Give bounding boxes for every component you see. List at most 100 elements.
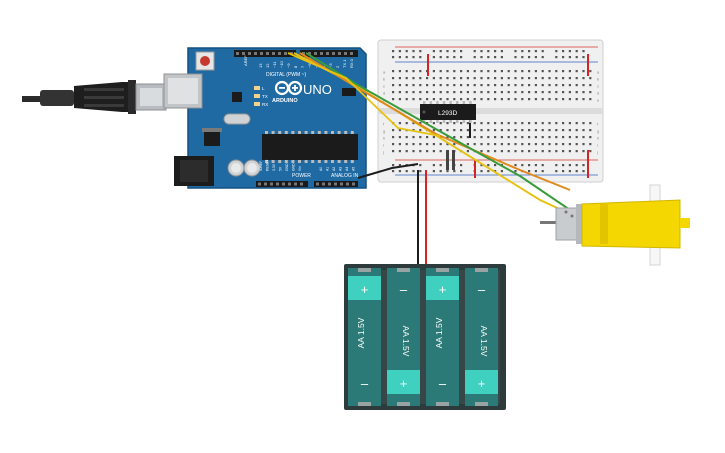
breadboard-hole [412,136,415,139]
row-letter: b [597,77,600,82]
breadboard-hole [582,70,585,73]
digital-pin-label: 7 [300,65,305,68]
breadboard-hole [562,77,565,80]
breadboard-hole [541,164,544,167]
chip-pin [331,160,334,163]
breadboard-hole [432,77,435,80]
digital-pin-label: ~6 [307,63,312,68]
breadboard-hole [419,122,422,125]
l293d-chip[interactable]: L293D [420,101,476,123]
breadboard-hole [419,129,422,132]
chip-pin [284,131,288,134]
breadboard-hole [562,129,565,132]
breadboard-hole [541,122,544,125]
breadboard-hole [507,150,510,153]
breadboard-hole [555,136,558,139]
breadboard-hole [548,70,551,73]
breadboard-hole [480,122,483,125]
breadboard-hole [555,150,558,153]
chip-pin [298,131,301,134]
breadboard-hole [460,136,463,139]
breadboard-hole [473,70,476,73]
chip-pin [324,131,328,134]
led-rx-label: RX [262,102,268,107]
header-hole [350,52,353,55]
chip-pin [337,160,341,163]
breadboard-hole [575,70,578,73]
row-letter: h [597,136,599,141]
breadboard-hole [398,91,401,94]
breadboard-hole [419,50,422,53]
breadboard-hole [446,84,449,87]
breadboard-hole [480,84,483,87]
digital-pin-label: ~3 [328,63,333,68]
breadboard-hole [487,150,490,153]
breadboard-hole [412,77,415,80]
breadboard-hole [487,143,490,146]
breadboard-hole [575,129,578,132]
chip-pin [271,131,275,134]
breadboard-hole [568,56,571,59]
breadboard-hole [419,150,422,153]
breadboard-hole [521,56,524,59]
breadboard-hole [405,77,408,80]
breadboard-hole [514,56,517,59]
breadboard-hole [439,143,442,146]
breadboard-hole [562,136,565,139]
breadboard-hole [405,170,408,173]
header-hole [328,182,331,186]
dc-gear-motor[interactable] [540,184,690,266]
wires[interactable] [287,52,577,268]
chip-pin [350,131,354,134]
chip-pin [429,120,433,123]
chip-pin [337,131,341,134]
breadboard-hole [575,77,578,80]
breadboard-hole [541,91,544,94]
breadboard-hole [460,84,463,87]
breadboard-hole [568,136,571,139]
breadboard-hole [473,77,476,80]
breadboard-hole [568,84,571,87]
breadboard-hole [466,122,469,125]
chip-pin [304,160,308,163]
breadboard-hole [582,77,585,80]
breadboard-hole [534,143,537,146]
breadboard-hole [473,56,476,59]
header-hole [294,182,297,186]
brand-label: ARDUINO [272,98,298,104]
breadboard-hole [562,122,565,125]
breadboard-hole [568,98,571,101]
breadboard-hole [494,84,497,87]
breadboard-hole [487,122,490,125]
chip-pin [449,101,452,104]
breadboard-hole [419,91,422,94]
breadboard-hole [534,122,537,125]
cell-top-terminal [348,276,381,300]
battery-pack[interactable]: +–AA 1.5V–+AA 1.5V+–AA 1.5V–+AA 1.5V [344,264,506,410]
breadboard-hole [582,50,585,53]
breadboard-hole [562,70,565,73]
breadboard-hole [487,91,490,94]
breadboard-hole [494,136,497,139]
chip-pin [442,101,446,104]
breadboard-hole [453,170,456,173]
breadboard-hole [439,164,442,167]
breadboard-hole [507,136,510,139]
breadboard-hole [575,122,578,125]
breadboard-hole [398,122,401,125]
breadboard-hole [548,91,551,94]
breadboard-hole [528,143,531,146]
breadboard-hole [487,70,490,73]
breadboard-hole [541,170,544,173]
usb-cable[interactable] [22,80,167,114]
breadboard-hole [480,91,483,94]
breadboard-hole [392,143,395,146]
model-label: UNO [303,82,332,97]
breadboard-hole [439,170,442,173]
breadboard-hole [480,150,483,153]
digital-pin-label: 12 [265,63,270,68]
header-hole [260,52,263,55]
